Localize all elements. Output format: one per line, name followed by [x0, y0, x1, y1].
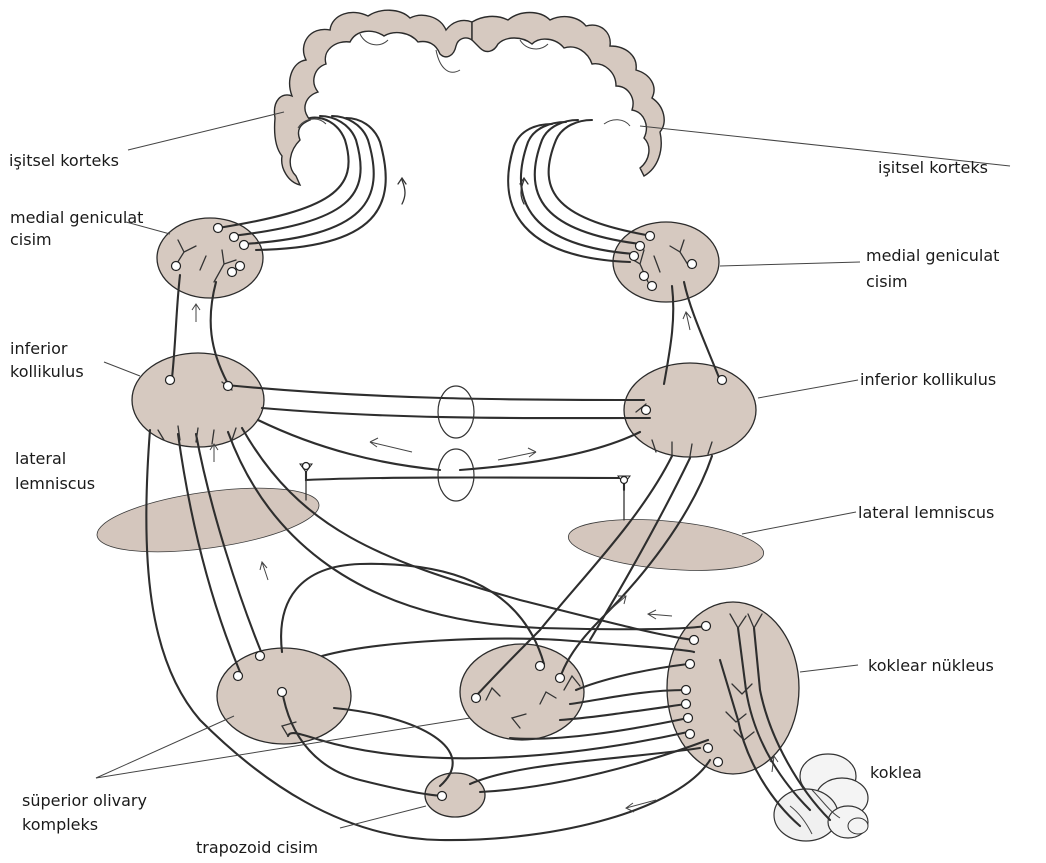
cerebral-cortex	[274, 10, 664, 185]
commissure-ic-2	[262, 408, 650, 418]
label-superior-olivary-complex-line1: süperior olivary	[22, 790, 147, 812]
label-cochlear-nucleus: koklear nükleus	[868, 655, 994, 677]
commissure-ic-1	[226, 385, 644, 400]
label-medial-geniculate-left-line1: medial geniculat	[10, 207, 143, 229]
label-cochlea: koklea	[870, 762, 922, 784]
medial-geniculate-body-left	[157, 218, 263, 298]
label-medial-geniculate-right-line2: cisim	[866, 271, 908, 293]
label-superior-olivary-complex-line2: kompleks	[22, 814, 98, 836]
label-inferior-colliculus-left-line2: kollikulus	[10, 361, 84, 383]
label-medial-geniculate-left-line2: cisim	[10, 229, 52, 251]
label-inferior-colliculus-right: inferior kollikulus	[860, 369, 996, 391]
commissure-ic-3	[258, 420, 440, 470]
label-lateral-lemniscus-right: lateral lemniscus	[858, 502, 994, 524]
label-inferior-colliculus-left-line1: inferior	[10, 338, 67, 360]
label-medial-geniculate-right-line1: medial geniculat	[866, 245, 999, 267]
lateral-lemniscus-right	[566, 513, 765, 578]
label-auditory-cortex-right: işitsel korteks	[878, 157, 988, 179]
lemniscus-commissure	[306, 468, 624, 490]
label-auditory-cortex-left: işitsel korteks	[9, 150, 119, 172]
label-lateral-lemniscus-left-line1: lateral	[15, 448, 66, 470]
label-lateral-lemniscus-left-line2: lemniscus	[15, 473, 95, 495]
commissure-ic-4	[460, 432, 640, 470]
label-trapezoid-body: trapozoid cisim	[196, 837, 318, 859]
cochlea-shape	[774, 754, 868, 841]
